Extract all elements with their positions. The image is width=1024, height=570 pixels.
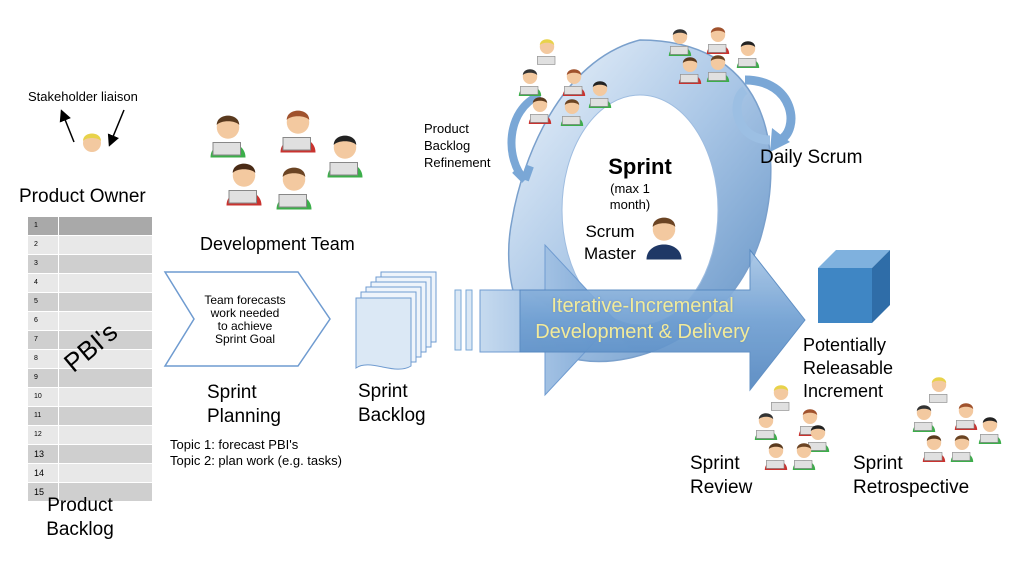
refinement-person-icon xyxy=(518,69,542,96)
daily-scrum-person-icon xyxy=(678,57,702,84)
backlog-row-number: 7 xyxy=(28,331,58,349)
retrospective-person-icon xyxy=(912,405,936,432)
sprint-planning-chevron xyxy=(163,271,331,367)
backlog-row-number: 4 xyxy=(28,274,58,292)
backlog-row-number: 11 xyxy=(28,407,58,425)
backlog-row: 1 xyxy=(28,217,152,236)
iterative-arrow xyxy=(479,243,806,397)
scrum-master-label: Scrum Master xyxy=(584,222,636,263)
backlog-row-number: 2 xyxy=(28,236,58,254)
daily-scrum-cycle-icon xyxy=(732,75,796,152)
backlog-row-number: 9 xyxy=(28,369,58,387)
refinement-person-icon xyxy=(535,39,559,66)
review-person-icon xyxy=(792,443,816,470)
review-person-icon xyxy=(754,413,778,440)
refinement-person-icon xyxy=(562,69,586,96)
backlog-row-number: 13 xyxy=(28,445,58,463)
refinement-person-icon xyxy=(560,99,584,126)
development-delivery-label: Iterative-Incremental Development & Deli… xyxy=(535,295,750,343)
backlog-row: 9 xyxy=(28,369,152,388)
liaison-arrow-down xyxy=(107,109,125,147)
retrospective-person-icon xyxy=(978,417,1002,444)
backlog-row: 14 xyxy=(28,464,152,483)
backlog-row-number: 3 xyxy=(28,255,58,273)
sprint-duration: (max 1 month) xyxy=(609,181,651,212)
product-owner-person-icon xyxy=(78,133,106,167)
daily-scrum-person-icon xyxy=(706,27,730,54)
review-person-icon xyxy=(764,443,788,470)
backlog-row-number: 12 xyxy=(28,426,58,444)
developer-person-icon xyxy=(210,115,246,158)
scrum-master-person-icon xyxy=(646,217,682,260)
backlog-row-number: 6 xyxy=(28,312,58,330)
review-person-icon xyxy=(806,425,830,452)
sprint-backlog-stack xyxy=(355,271,437,370)
review-person-icon xyxy=(769,385,793,412)
sprint-review-label: Sprint Review xyxy=(690,453,753,498)
backlog-row: 5 xyxy=(28,293,152,312)
increment-cube xyxy=(818,250,890,323)
retrospective-person-icon xyxy=(922,435,946,462)
developer-person-icon xyxy=(280,110,316,153)
backlog-row-number: 10 xyxy=(28,388,58,406)
stakeholder-liaison-label: Stakeholder liaison xyxy=(28,89,138,104)
retrospective-person-icon xyxy=(927,377,951,404)
refinement-person-icon xyxy=(528,97,552,124)
backlog-row: 2 xyxy=(28,236,152,255)
developer-person-icon xyxy=(226,163,262,206)
sprint-planning-title: Sprint Planning xyxy=(207,382,281,427)
product-backlog-title: Product Backlog xyxy=(46,495,114,540)
developer-person-icon xyxy=(276,167,312,210)
refinement-person-icon xyxy=(588,81,612,108)
retrospective-person-icon xyxy=(950,435,974,462)
refinement-arrow xyxy=(507,91,542,183)
sprint-backlog-title: Sprint Backlog xyxy=(358,381,426,426)
development-team-label: Development Team xyxy=(200,234,355,254)
daily-scrum-label: Daily Scrum xyxy=(760,147,863,168)
sprint-title: Sprint xyxy=(608,154,672,179)
backlog-row: 7 xyxy=(28,331,152,350)
backlog-row-number: 14 xyxy=(28,464,58,482)
backlog-row: 8 xyxy=(28,350,152,369)
backlog-row: 3 xyxy=(28,255,152,274)
product-owner-label: Product Owner xyxy=(19,186,146,207)
backlog-row-number: 1 xyxy=(28,217,58,235)
backlog-row: 11 xyxy=(28,407,152,426)
daily-scrum-person-icon xyxy=(668,29,692,56)
backlog-row: 15 xyxy=(28,483,152,502)
sprint-retrospective-label: Sprint Retrospective xyxy=(853,453,970,498)
developer-person-icon xyxy=(327,135,363,178)
liaison-arrow-up xyxy=(59,109,75,143)
daily-scrum-person-icon xyxy=(706,55,730,82)
backlog-row: 6 xyxy=(28,312,152,331)
backlog-row-number: 8 xyxy=(28,350,58,368)
daily-scrum-person-icon xyxy=(736,41,760,68)
backlog-row: 13 xyxy=(28,445,152,464)
backlog-row-number: 15 xyxy=(28,483,58,501)
retrospective-person-icon xyxy=(954,403,978,430)
sprint-planning-topics: Topic 1: forecast PBI's Topic 2: plan wo… xyxy=(170,437,342,468)
backlog-row-number: 5 xyxy=(28,293,58,311)
backlog-row: 10 xyxy=(28,388,152,407)
backlog-row: 4 xyxy=(28,274,152,293)
backlog-row: 12 xyxy=(28,426,152,445)
